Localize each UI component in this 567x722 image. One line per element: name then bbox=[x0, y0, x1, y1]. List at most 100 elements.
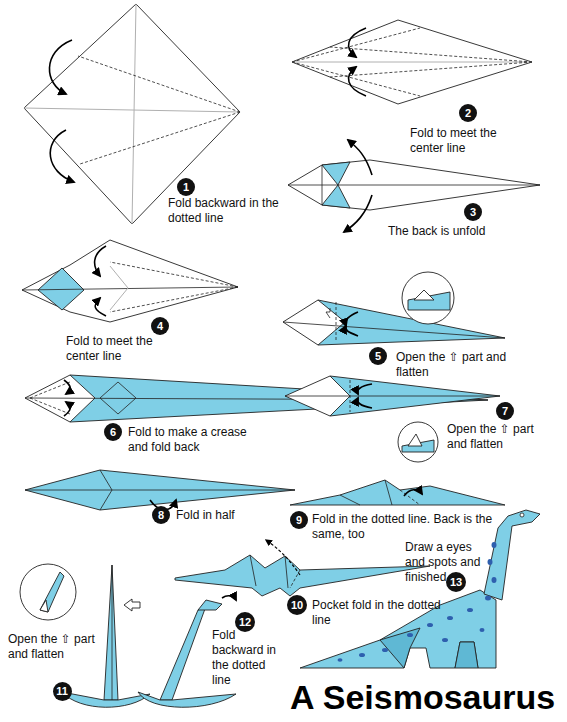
step-caption: Open the ⇧ part and flatten bbox=[8, 632, 100, 662]
step-6-figure-part bbox=[30, 398, 70, 414]
step-number-text: 1 bbox=[183, 182, 189, 193]
step-caption: Fold in half bbox=[176, 508, 276, 523]
step-12-figure-part bbox=[198, 600, 222, 610]
title: A Seismosaurus bbox=[290, 678, 555, 716]
step-3-figure-part bbox=[288, 185, 540, 186]
step-3-figure-part bbox=[322, 162, 350, 185]
step-13-figure-part bbox=[427, 623, 433, 627]
step-13-figure-part bbox=[300, 590, 496, 668]
step-number: 4 bbox=[151, 317, 169, 335]
step-5-figure-part bbox=[346, 312, 359, 326]
step-caption: Draw a eyes and spots and finished bbox=[405, 540, 481, 585]
step-number-text: 2 bbox=[465, 108, 471, 119]
step-11-figure-part bbox=[112, 565, 113, 700]
step-13-figure-part bbox=[492, 542, 497, 548]
step-number-text: 9 bbox=[296, 515, 302, 526]
step-6-figure-part bbox=[64, 380, 70, 394]
step-9-figure-part bbox=[385, 480, 392, 505]
step-6-figure-part bbox=[30, 382, 70, 398]
step-2-figure bbox=[292, 20, 532, 104]
step-7-figure-part bbox=[350, 380, 351, 412]
step-3-figure-part bbox=[348, 140, 372, 175]
step-4-figure bbox=[22, 240, 238, 322]
step-1-figure-part bbox=[80, 112, 240, 164]
step-1-figure-part bbox=[49, 40, 72, 94]
step-5-figure bbox=[283, 272, 505, 345]
step-number-text: 11 bbox=[56, 686, 68, 697]
step-5-figure-part bbox=[336, 302, 337, 342]
step-3-figure-part bbox=[288, 160, 540, 210]
step-number: 13 bbox=[446, 572, 466, 592]
step-2-figure-part bbox=[349, 28, 366, 57]
step-2-figure-part bbox=[292, 62, 532, 63]
step-9-figure-part bbox=[340, 495, 360, 505]
step-2-figure-part bbox=[292, 28, 420, 62]
step-number: 6 bbox=[104, 423, 122, 441]
step-2-figure-part bbox=[292, 62, 420, 96]
step-caption: The back is unfold bbox=[388, 224, 518, 239]
step-10-figure bbox=[175, 540, 430, 596]
step-6-figure-part bbox=[64, 402, 70, 416]
step-caption: Open the ⇧ part and flatten bbox=[396, 350, 508, 380]
step-number: 7 bbox=[496, 402, 514, 420]
step-number: 9 bbox=[290, 511, 308, 529]
step-13-figure-part bbox=[492, 577, 497, 583]
step-13-figure-part bbox=[484, 510, 540, 600]
step-number-text: 7 bbox=[502, 406, 508, 417]
step-13-figure-part bbox=[488, 559, 493, 565]
step-5-figure-part bbox=[326, 308, 330, 318]
step-12-figure-part bbox=[160, 606, 206, 700]
step-13-figure-part bbox=[380, 628, 420, 668]
step-7-figure-part bbox=[358, 398, 372, 408]
step-6-figure-part bbox=[100, 382, 136, 414]
step-number-text: 13 bbox=[450, 577, 462, 588]
step-10-figure-part bbox=[266, 540, 300, 575]
step-4-figure-part bbox=[95, 298, 106, 316]
step-13-figure-part bbox=[485, 596, 491, 601]
step-2-figure-part bbox=[292, 20, 532, 104]
step-10-figure-part bbox=[175, 555, 430, 596]
step-9-figure-part bbox=[290, 480, 505, 505]
step-2-figure-part bbox=[349, 67, 366, 96]
step-13-figure-part bbox=[338, 658, 343, 662]
step-9-figure-part bbox=[404, 490, 422, 496]
step-1-figure bbox=[24, 4, 240, 224]
step-number-text: 12 bbox=[239, 617, 251, 628]
step-11-figure-part bbox=[104, 565, 118, 700]
step-caption: Fold backward in the dotted line bbox=[168, 196, 298, 226]
step-number-text: 3 bbox=[470, 207, 476, 218]
step-7-figure-part bbox=[285, 396, 500, 397]
step-1-figure-part bbox=[50, 130, 74, 182]
step-number-text: 6 bbox=[110, 427, 116, 438]
step-13-figure-part bbox=[455, 642, 478, 668]
step-9-figure bbox=[290, 480, 505, 505]
step-13-figure-part bbox=[447, 616, 453, 620]
step-3-figure-part bbox=[344, 195, 372, 232]
step-4-figure-part bbox=[22, 240, 238, 322]
step-11-figure-part bbox=[124, 599, 140, 611]
step-9-figure-part bbox=[400, 490, 420, 505]
step-number: 1 bbox=[177, 178, 195, 196]
step-13-figure-part bbox=[407, 633, 413, 637]
step-13-figure bbox=[300, 510, 540, 668]
step-13-figure-part bbox=[359, 653, 365, 657]
step-7-figure-part bbox=[358, 384, 372, 394]
step-5-figure-part bbox=[402, 272, 454, 324]
step-number: 5 bbox=[369, 347, 387, 365]
step-1-figure-part bbox=[78, 56, 240, 112]
step-caption: Fold to make a crease and fold back bbox=[128, 425, 256, 455]
step-caption: Fold in the dotted line. Back is the sam… bbox=[312, 512, 512, 542]
step-caption: Open the ⇧ part and flatten bbox=[447, 422, 547, 452]
step-1-figure-part bbox=[24, 4, 240, 224]
step-11-figure-part bbox=[40, 572, 64, 612]
step-number: 10 bbox=[287, 595, 307, 615]
step-number: 2 bbox=[459, 104, 477, 122]
step-7-figure-part bbox=[398, 422, 438, 462]
step-12-figure-part bbox=[138, 692, 236, 707]
step-number-text: 5 bbox=[375, 351, 381, 362]
step-3-figure-part bbox=[322, 165, 323, 205]
step-number: 12 bbox=[235, 612, 255, 632]
step-8-figure-part bbox=[25, 490, 295, 491]
step-11-figure-part bbox=[20, 564, 76, 620]
step-caption: Fold backward in the dotted line bbox=[212, 628, 286, 688]
